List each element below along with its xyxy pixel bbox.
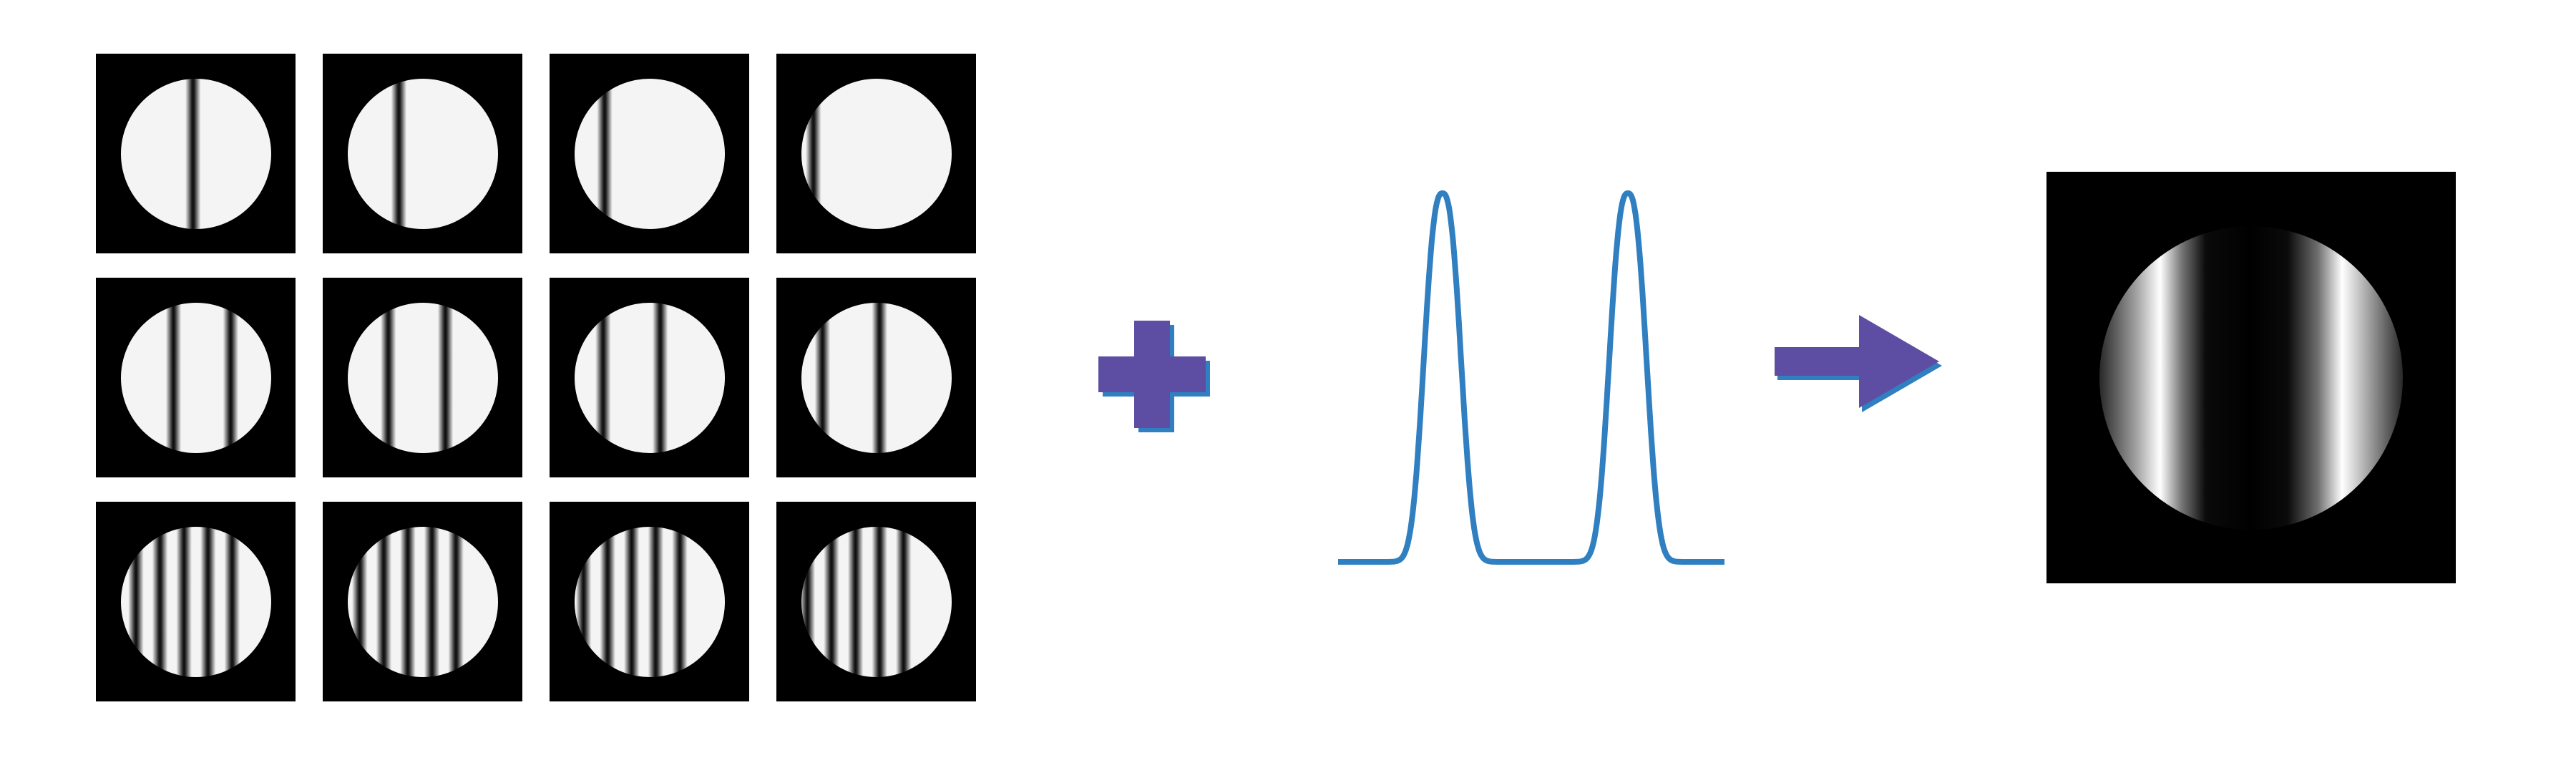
fringe-tile (776, 278, 976, 477)
fringe-disc (801, 78, 952, 229)
fringe-tile (776, 502, 976, 701)
fringe-disc (347, 78, 498, 229)
fringe-tile (96, 278, 296, 477)
combined-result-image (2046, 172, 2456, 583)
fringe-pattern-grid (96, 54, 976, 702)
arrow-body (1775, 315, 1939, 408)
fringe-disc (120, 302, 271, 453)
fringe-tile (96, 54, 296, 253)
fringe-disc (574, 302, 725, 453)
fringe-disc (347, 302, 498, 453)
result-disc (2099, 225, 2403, 530)
fringe-tile (776, 54, 976, 253)
fringe-disc (801, 302, 952, 453)
fringe-tile (550, 502, 749, 701)
plus-icon (1098, 321, 1210, 432)
double-peak-profile (1336, 190, 1727, 565)
fringe-tile (550, 54, 749, 253)
fringe-disc (120, 526, 271, 677)
arrow-right-icon (1775, 315, 1942, 412)
plus-horizontal-bar (1098, 356, 1206, 392)
fringe-disc (347, 526, 498, 677)
fringe-disc (574, 526, 725, 677)
fringe-tile (323, 502, 522, 701)
fringe-disc (801, 526, 952, 677)
fringe-tile (96, 502, 296, 701)
peak-profile-line (1336, 190, 1727, 565)
fringe-disc (120, 78, 271, 229)
fringe-tile (323, 278, 522, 477)
fringe-tile (323, 54, 522, 253)
fringe-tile (550, 278, 749, 477)
fringe-disc (574, 78, 725, 229)
